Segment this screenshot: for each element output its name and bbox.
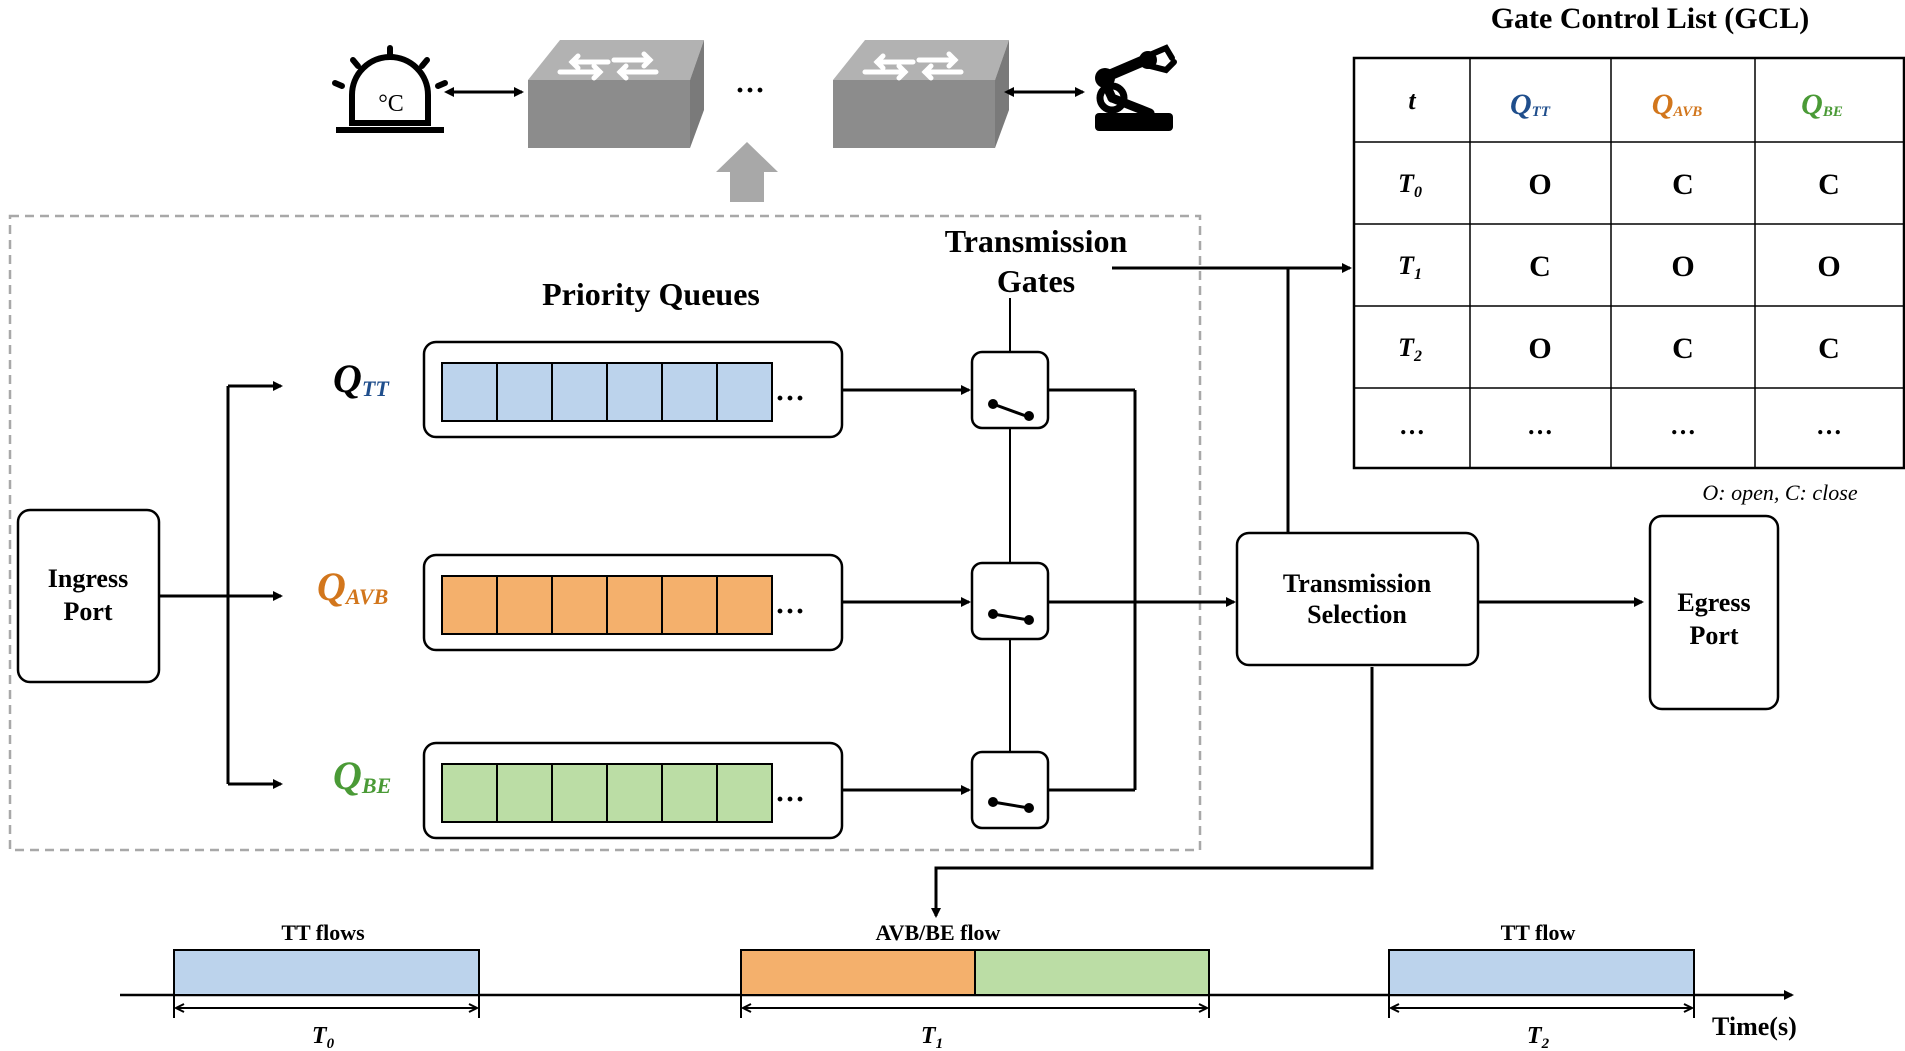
timeline-segment-time: T2 [1527, 1023, 1550, 1051]
temperature-alarm-icon: °C [332, 45, 448, 133]
timeline-segment-time: T0 [312, 1023, 335, 1051]
gcl-cell-time: … [1399, 411, 1425, 440]
gcl-cell: … [1527, 411, 1553, 440]
gates-title-line2: Gates [997, 263, 1075, 299]
gate-avb [970, 561, 1050, 641]
queue-avb-more: ··· [775, 595, 805, 628]
gate-be [970, 750, 1050, 830]
ingress-port: Ingress Port [16, 508, 161, 684]
queue-slot [496, 763, 553, 823]
selection-to-timeline-link [931, 667, 1374, 918]
timeline-segment-tt: TT flow T2 [1388, 920, 1695, 1051]
queue-slot [441, 575, 498, 635]
robot-arm-icon [1095, 44, 1177, 131]
gates-to-selection-links [1048, 388, 1236, 792]
gcl-cell: C [1529, 250, 1551, 283]
queue-slot [441, 763, 498, 823]
transmission-selection-label-line1: Transmission [1283, 569, 1432, 598]
gate-tt [970, 350, 1050, 430]
ingress-fanout-connector [159, 381, 283, 789]
gcl-row: T0 O C C [1398, 168, 1840, 201]
gcl-header-q-be: QBE [1801, 88, 1843, 121]
queue-slot [716, 362, 773, 422]
gcl-note: O: open, C: close [1702, 480, 1857, 505]
topology-ellipsis: ··· [735, 74, 765, 107]
gcl-cell: C [1818, 332, 1840, 365]
gcl-cell: C [1818, 168, 1840, 201]
queue-slot [551, 362, 608, 422]
gcl-cell: … [1816, 411, 1842, 440]
queue-be-more: ··· [775, 783, 805, 816]
time-axis-label: Time(s) [1712, 1012, 1797, 1041]
egress-port-label-line2: Port [1689, 621, 1738, 650]
transmission-selection: Transmission Selection [1235, 531, 1480, 667]
queue-label-avb: QAVB [317, 564, 388, 609]
queue-tt-slots [441, 362, 773, 422]
gates-title-line1: Transmission [945, 223, 1128, 259]
gcl-title: Gate Control List (GCL) [1491, 2, 1810, 35]
gates-to-gcl-link [1112, 263, 1352, 532]
queue-slot [661, 362, 718, 422]
queue-slot [496, 575, 553, 635]
queue-label-tt: QTT [333, 356, 390, 401]
gcl-cell: O [1671, 250, 1694, 283]
queue-avb: ··· [422, 553, 844, 652]
queue-tt-more: ··· [775, 382, 805, 415]
transmission-selection-label-line2: Selection [1307, 600, 1407, 629]
gcl-cell: O [1528, 168, 1551, 201]
queue-slot [661, 575, 718, 635]
gcl-cell-time: T1 [1398, 251, 1422, 283]
network-switch-icon [528, 40, 704, 148]
gcl-cell: … [1670, 411, 1696, 440]
timeline-segment-label: TT flows [281, 920, 365, 945]
timeline-segment-avb-be: AVB/BE flow T1 [740, 920, 1210, 1051]
timeline-segment-label: AVB/BE flow [876, 920, 1001, 945]
network-switch-icon [833, 40, 1009, 148]
queue-slot [716, 763, 773, 823]
up-arrow-icon [716, 142, 778, 202]
timeline-segment-tt: TT flows T0 [173, 920, 480, 1051]
gcl-header-q-tt: QTT [1510, 88, 1551, 121]
gcl-row: T2 O C C [1398, 332, 1840, 365]
egress-port: Egress Port [1648, 514, 1780, 711]
queue-slot [551, 763, 608, 823]
svg-text:°C: °C [378, 91, 404, 117]
ingress-port-label-line2: Port [63, 597, 112, 626]
gcl-row: … … … … [1399, 411, 1842, 440]
queue-avb-slots [441, 575, 773, 635]
queue-be-slots [441, 763, 773, 823]
queue-slot [441, 362, 498, 422]
switch-internals-boundary [8, 214, 1202, 852]
gcl-table: t QTT QAVB QBE T0 O C C T1 C O O T2 O C … [1352, 56, 1905, 470]
queue-slot [551, 575, 608, 635]
gcl-header-t: t [1408, 86, 1416, 115]
queue-to-gate-links [842, 385, 971, 795]
queue-slot [606, 362, 663, 422]
priority-queues-title: Priority Queues [542, 276, 760, 312]
gcl-row: T1 C O O [1398, 250, 1841, 283]
egress-port-label-line1: Egress [1677, 588, 1750, 617]
gcl-cell: O [1817, 250, 1840, 283]
queue-slot [606, 575, 663, 635]
queue-tt: ··· [422, 340, 844, 439]
queue-slot [716, 575, 773, 635]
gcl-cell: O [1528, 332, 1551, 365]
queue-label-be: QBE [333, 753, 391, 798]
timeline-segment-label: TT flow [1501, 920, 1576, 945]
gcl-header-q-avb: QAVB [1652, 88, 1703, 121]
gcl-cell: C [1672, 332, 1694, 365]
gcl-cell-time: T2 [1398, 333, 1422, 365]
gcl-cell: C [1672, 168, 1694, 201]
queue-slot [661, 763, 718, 823]
queue-be: ··· [422, 741, 844, 840]
queue-slot [606, 763, 663, 823]
queue-slot [496, 362, 553, 422]
gcl-cell-time: T0 [1398, 169, 1422, 201]
timeline-segment-time: T1 [921, 1023, 943, 1051]
ingress-port-label-line1: Ingress [48, 564, 128, 593]
